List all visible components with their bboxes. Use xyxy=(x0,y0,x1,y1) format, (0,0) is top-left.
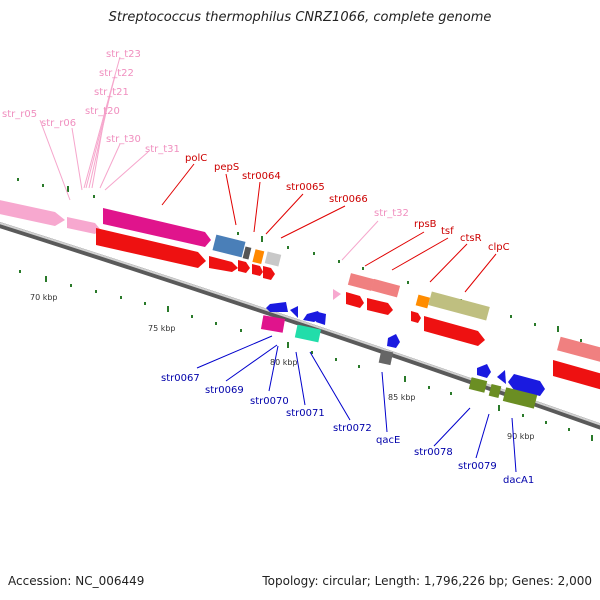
gene-pepS-tail[interactable] xyxy=(242,246,252,260)
label-str0078[interactable]: str0078 xyxy=(414,447,453,458)
genome-title: Streptococcus thermophilus CNRZ1066, com… xyxy=(108,10,492,25)
label-str0066[interactable]: str0066 xyxy=(329,194,368,205)
label-qacE[interactable]: qacE xyxy=(376,435,400,446)
gene-str0078-arrow[interactable] xyxy=(477,364,491,378)
label-dacA1[interactable]: dacA1 xyxy=(503,475,534,486)
gene-str0066-red[interactable] xyxy=(263,266,275,280)
gene-rpsB-upper[interactable] xyxy=(347,273,375,291)
gene-clpC-upper[interactable] xyxy=(428,291,490,321)
label-str-t30[interactable]: str_t30 xyxy=(106,134,141,145)
gene-right-edge-upper[interactable] xyxy=(557,336,600,364)
label-str-r06[interactable]: str_r06 xyxy=(41,118,76,129)
label-str0072[interactable]: str0072 xyxy=(333,423,372,434)
gene-clpC[interactable] xyxy=(424,316,485,346)
gene-polC[interactable] xyxy=(96,228,206,268)
gene-str0070-arrow[interactable] xyxy=(316,312,326,325)
accession-text: Accession: NC_006449 xyxy=(8,574,145,588)
gene-ctsR-upper[interactable] xyxy=(415,294,431,309)
gene-str0078[interactable] xyxy=(468,377,488,393)
label-str0067[interactable]: str0067 xyxy=(161,373,200,384)
scale-label-70kbp: 70 kbp xyxy=(30,293,58,302)
rna-feature-str-t32[interactable] xyxy=(333,289,341,300)
gene-str0065-red[interactable] xyxy=(252,264,263,276)
gene-str0064-red[interactable] xyxy=(238,260,250,273)
gene-str0067[interactable] xyxy=(260,315,286,333)
inner-tick-ring xyxy=(19,270,593,441)
scale-label-85kbp: 85 kbp xyxy=(388,393,416,402)
label-rpsB[interactable]: rpsB xyxy=(414,219,437,230)
reverse-labels: str0067 str0069 str0070 str0071 str0072 … xyxy=(161,373,534,486)
label-ctsR[interactable]: ctsR xyxy=(460,233,482,244)
rna-leader-lines xyxy=(39,56,379,261)
rna-labels: str_r05 str_r06 str_t23 str_t22 str_t21 … xyxy=(2,49,409,219)
label-str0079[interactable]: str0079 xyxy=(458,461,497,472)
gene-qacE[interactable] xyxy=(378,349,394,366)
genome-stats-text: Topology: circular; Length: 1,796,226 bp… xyxy=(262,574,592,588)
label-polC[interactable]: polC xyxy=(185,153,207,164)
gene-str0079-arrow[interactable] xyxy=(497,370,506,384)
label-str-t23[interactable]: str_t23 xyxy=(106,49,141,60)
label-pepS[interactable]: pepS xyxy=(214,162,239,173)
label-str0070[interactable]: str0070 xyxy=(250,396,289,407)
gene-str0065[interactable] xyxy=(264,251,282,267)
gene-ctsR[interactable] xyxy=(411,311,421,323)
label-str0071[interactable]: str0071 xyxy=(286,408,325,419)
label-str-t31[interactable]: str_t31 xyxy=(145,144,180,155)
scale-label-75kbp: 75 kbp xyxy=(148,324,176,333)
gene-pepS[interactable] xyxy=(212,234,246,258)
label-str-t22[interactable]: str_t22 xyxy=(99,68,134,79)
gene-str0067-arrow-b[interactable] xyxy=(290,306,298,318)
gene-str0079[interactable] xyxy=(488,383,502,399)
label-clpC[interactable]: clpC xyxy=(488,242,510,253)
forward-leader-lines xyxy=(161,163,497,293)
label-str0069[interactable]: str0069 xyxy=(205,385,244,396)
label-tsf[interactable]: tsf xyxy=(441,226,454,237)
scale-label-80kbp: 80 kbp xyxy=(270,358,298,367)
gene-qacE-arrow[interactable] xyxy=(387,334,400,348)
label-str0065[interactable]: str0065 xyxy=(286,182,325,193)
label-str-t21[interactable]: str_t21 xyxy=(94,87,129,98)
gene-tsf-upper[interactable] xyxy=(370,278,401,298)
gene-right-edge[interactable] xyxy=(553,360,600,392)
gene-str0064[interactable] xyxy=(252,249,265,265)
label-str-r05[interactable]: str_r05 xyxy=(2,109,37,120)
forward-labels: polC pepS str0064 str0065 str0066 rpsB t… xyxy=(185,153,510,253)
gene-str0071[interactable] xyxy=(294,324,321,343)
gene-polC-domain[interactable] xyxy=(103,208,211,247)
rna-feature-trna-cluster[interactable] xyxy=(67,217,100,234)
gene-tsf[interactable] xyxy=(367,298,393,315)
gene-dacA1[interactable] xyxy=(502,387,538,409)
scale-label-90kbp: 90 kbp xyxy=(507,432,535,441)
label-str-t20[interactable]: str_t20 xyxy=(85,106,120,117)
outer-tick-ring xyxy=(17,178,582,342)
rna-feature-large[interactable] xyxy=(0,198,65,226)
gene-rpsB[interactable] xyxy=(346,292,364,308)
gene-str0067-arrow-a[interactable] xyxy=(266,302,288,312)
reverse-leader-lines xyxy=(196,335,517,473)
label-str0064[interactable]: str0064 xyxy=(242,171,281,182)
gene-pepS-red[interactable] xyxy=(209,256,238,272)
label-str-t32[interactable]: str_t32 xyxy=(374,208,409,219)
